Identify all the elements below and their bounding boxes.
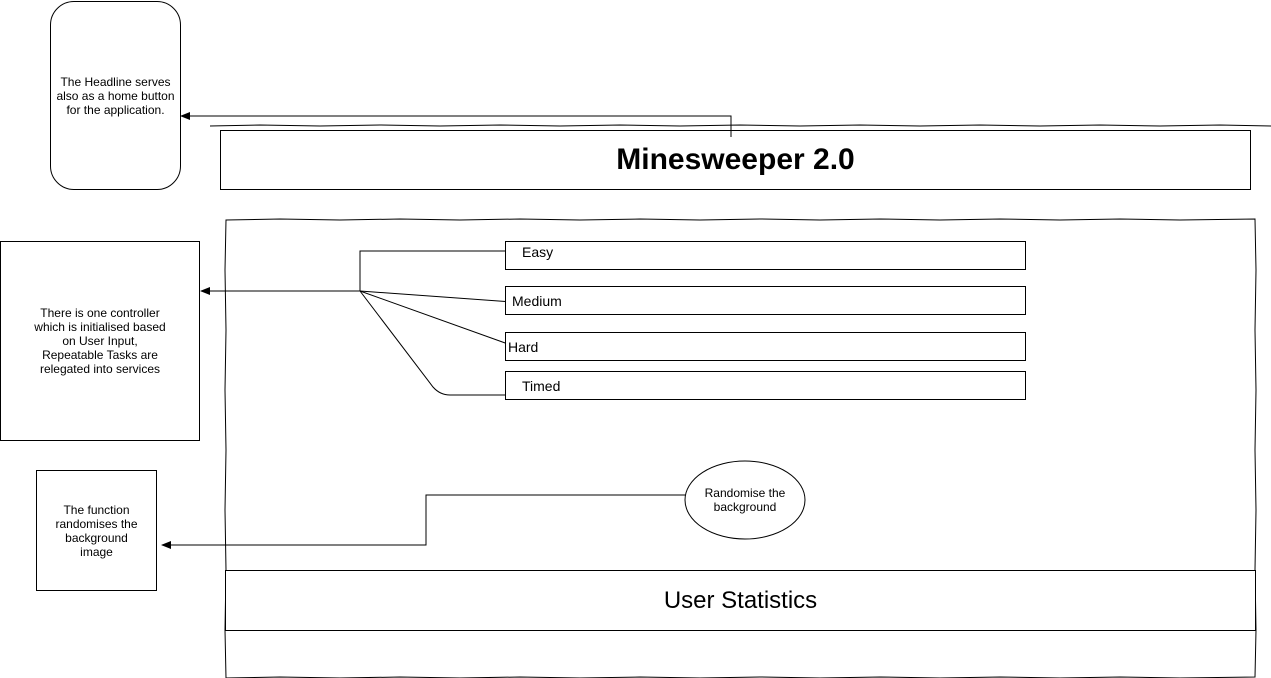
randomise-label: Randomise the background — [704, 486, 786, 514]
timed-button[interactable]: Timed — [505, 371, 1026, 400]
easy-button[interactable]: Easy — [505, 241, 1026, 270]
controller-note: There is one controller which is initial… — [0, 241, 200, 441]
user-statistics-label: User Statistics — [663, 586, 818, 614]
randomise-arrow — [161, 494, 686, 549]
controller-bracket — [359, 250, 520, 291]
background-note-text: The function randomises the background i… — [55, 502, 138, 559]
header-home-button[interactable]: Minesweeper 2.0 — [220, 130, 1251, 190]
headline-note: The Headline serves also as a home butto… — [50, 1, 181, 190]
hard-button[interactable]: Hard — [505, 332, 1026, 361]
medium-button[interactable]: Medium — [505, 286, 1026, 315]
page-title: Minesweeper 2.0 — [616, 143, 855, 176]
background-note: The function randomises the background i… — [36, 470, 157, 591]
randomise-ellipse — [684, 460, 806, 540]
user-statistics-bar[interactable]: User Statistics — [225, 570, 1256, 631]
headline-note-text: The Headline serves also as a home butto… — [56, 74, 175, 117]
connector-hard — [359, 290, 509, 345]
randomise-background-button[interactable]: Randomise the background — [690, 466, 800, 534]
easy-label: Easy — [522, 244, 554, 260]
sketch-line-top — [209, 124, 1271, 127]
medium-label: Medium — [512, 292, 562, 309]
timed-label: Timed — [522, 377, 561, 394]
connector-medium — [359, 290, 513, 303]
hard-label: Hard — [508, 338, 539, 355]
controller-note-text: There is one controller which is initial… — [34, 306, 166, 376]
connector-timed — [359, 290, 510, 396]
